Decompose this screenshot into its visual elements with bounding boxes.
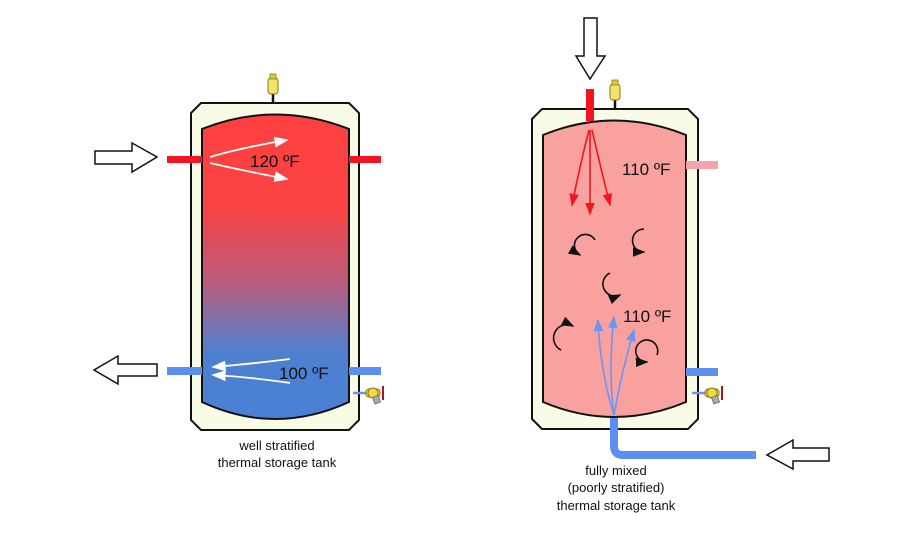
cold-outlet-pipe [167, 367, 202, 375]
swirl-arrow-icon [552, 316, 575, 351]
hot-inlet-pipe [586, 89, 594, 121]
swirl-arrow-icon [631, 228, 646, 257]
left-tank: 120 ºF 100 ºF well stratified thermal st… [92, 73, 385, 470]
jet-arrow-icon [607, 315, 618, 416]
swirl-arrow-icon [602, 272, 622, 304]
side-pipe [686, 368, 718, 376]
right-tank: 110 ºF 110 ºF fully mixed (poorly strati… [531, 17, 830, 513]
cold-inlet-pipe [610, 418, 756, 459]
flow-arrow-icon [211, 358, 291, 372]
swirl-arrow-icon [567, 233, 596, 256]
top-temperature: 120 ºF [250, 152, 300, 171]
caption-line: well stratified [238, 438, 314, 453]
air-vent-icon [609, 79, 621, 101]
flow-in-arrow-icon [574, 17, 607, 81]
cold-inlet-pipe [349, 367, 381, 375]
tank-body-gradient [201, 113, 350, 420]
jet-arrow-icon [613, 328, 636, 416]
flow-arrow-icon [209, 162, 289, 182]
jet-arrow-icon [569, 129, 590, 207]
jet-arrow-icon [593, 318, 615, 416]
hot-outlet-pipe [349, 156, 381, 163]
caption-line: (poorly stratified) [568, 480, 665, 495]
flow-in-arrow-icon [94, 141, 159, 174]
mixed-outlet-pipe [686, 161, 718, 169]
flow-arrow-icon [211, 370, 291, 384]
hot-inlet-pipe [167, 156, 202, 163]
top-temperature: 110 ºF [622, 160, 670, 179]
caption-line: fully mixed [585, 463, 646, 478]
bottom-temperature: 100 ºF [279, 364, 329, 383]
air-vent-icon [267, 73, 279, 95]
caption-line: thermal storage tank [557, 498, 676, 513]
bottom-temperature: 110 ºF [623, 307, 671, 326]
caption-line: thermal storage tank [218, 455, 337, 470]
swirl-arrow-icon [635, 339, 659, 368]
jet-arrow-icon [591, 129, 612, 207]
flow-out-arrow-icon [92, 354, 158, 386]
cold-in-arrow-icon [765, 438, 830, 471]
flow-arrow-icon [209, 136, 289, 158]
